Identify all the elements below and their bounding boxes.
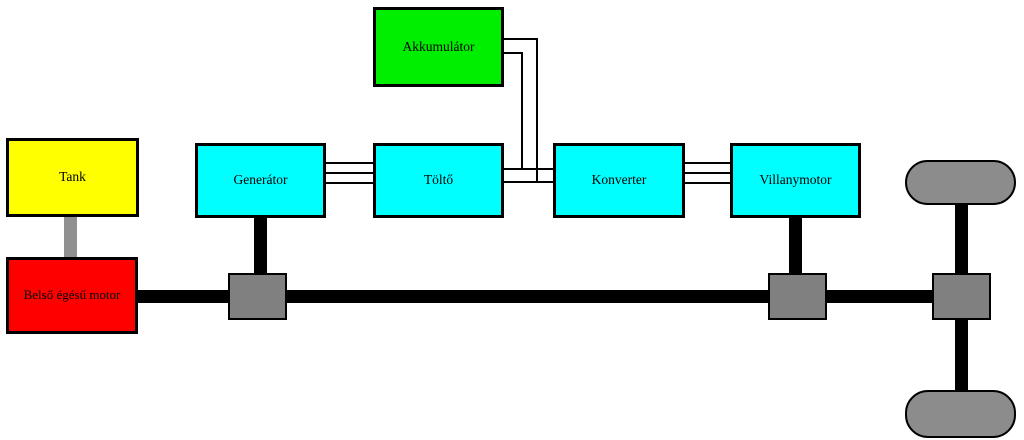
coupling-generator [228,273,287,320]
konverter-villanymotor-wire-2 [685,172,730,174]
wheel-bottom [905,390,1016,438]
konverter-villanymotor-wire-1 [685,162,730,164]
drive-shaft-main [137,290,932,303]
block-villanymotor: Villanymotor [730,143,861,218]
block-konverter: Konverter [553,143,685,218]
tolto-konverter-wire-2 [504,181,553,183]
block-akkumulator: Akkumulátor [373,7,504,87]
akkumulator-wire-1-horizontal [504,38,538,40]
axle-upper [955,203,968,274]
konverter-villanymotor-wire-3 [685,182,730,184]
generator-tolto-wire-3 [326,182,373,184]
block-tolto: Töltő [373,143,504,218]
akkumulator-wire-1-vertical [536,38,538,183]
tolto-konverter-wire-1 [504,168,553,170]
generator-tolto-wire-1 [326,162,373,164]
block-belso-egesu-motor: Belső égésű motor [6,257,138,334]
axle-lower [955,318,968,391]
coupling-electric-motor [768,273,827,320]
block-tank: Tank [6,138,139,217]
block-generator: Generátor [195,143,326,218]
akkumulator-wire-2-vertical [521,52,523,170]
generator-shaft [254,217,267,274]
akkumulator-wire-2-horizontal [504,52,523,54]
wheel-top [905,160,1016,205]
differential [932,273,991,320]
fuel-line [64,216,77,258]
electric-motor-shaft [789,217,802,274]
generator-tolto-wire-2 [326,172,373,174]
